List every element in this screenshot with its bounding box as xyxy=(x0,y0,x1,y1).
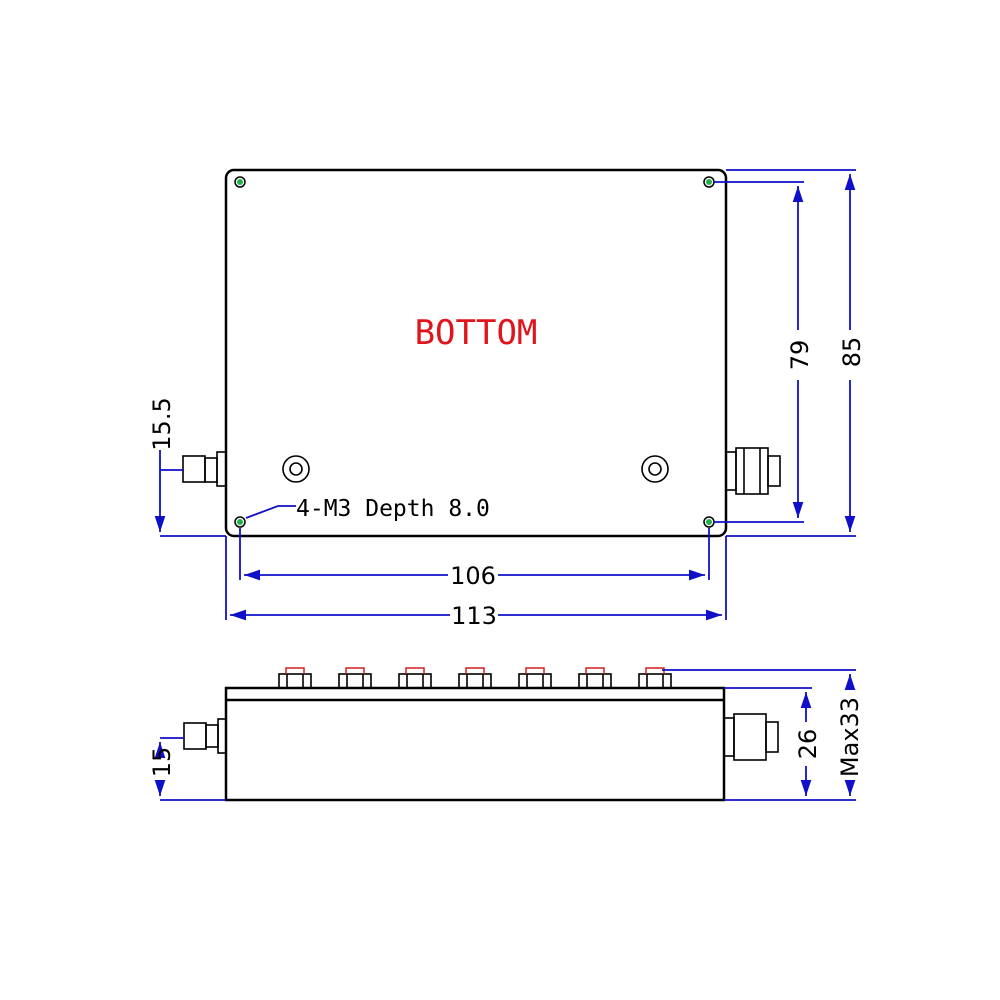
leader-line xyxy=(245,505,296,519)
svg-text:Max33: Max33 xyxy=(836,697,864,777)
dimension-113: 113 xyxy=(225,536,727,630)
side-view: 15 26 Max33 xyxy=(148,667,864,802)
svg-text:106: 106 xyxy=(450,562,496,590)
bottom-view: BOTTOM 4-M3 Depth 8.0 xyxy=(148,168,866,630)
dimension-15-5: 15.5 xyxy=(148,397,226,537)
sma-female-connector-icon xyxy=(183,718,227,754)
boss-icon xyxy=(282,455,669,483)
svg-text:15.5: 15.5 xyxy=(148,397,176,450)
sma-male-connector-icon xyxy=(723,713,779,761)
mounting-hole-icon xyxy=(234,176,715,528)
sma-female-connector-icon xyxy=(182,451,227,487)
dimension-max33: Max33 xyxy=(662,669,864,796)
dimension-85: 85 xyxy=(726,169,866,537)
hole-note: 4-M3 Depth 8.0 xyxy=(296,496,490,522)
side-housing xyxy=(224,686,726,802)
sma-male-connector-icon xyxy=(725,447,781,495)
svg-text:113: 113 xyxy=(451,602,497,630)
view-label: BOTTOM xyxy=(415,313,538,353)
svg-text:26: 26 xyxy=(794,729,822,760)
dimension-106: 106 xyxy=(239,528,710,590)
dimension-26: 26 xyxy=(724,687,856,801)
svg-text:79: 79 xyxy=(786,340,814,371)
dimension-15: 15 xyxy=(148,737,226,801)
svg-text:15: 15 xyxy=(148,747,176,778)
housing-outline xyxy=(224,168,728,538)
dimension-79: 79 xyxy=(714,181,814,523)
tuning-screw-icon xyxy=(278,667,672,689)
svg-text:85: 85 xyxy=(838,337,866,368)
